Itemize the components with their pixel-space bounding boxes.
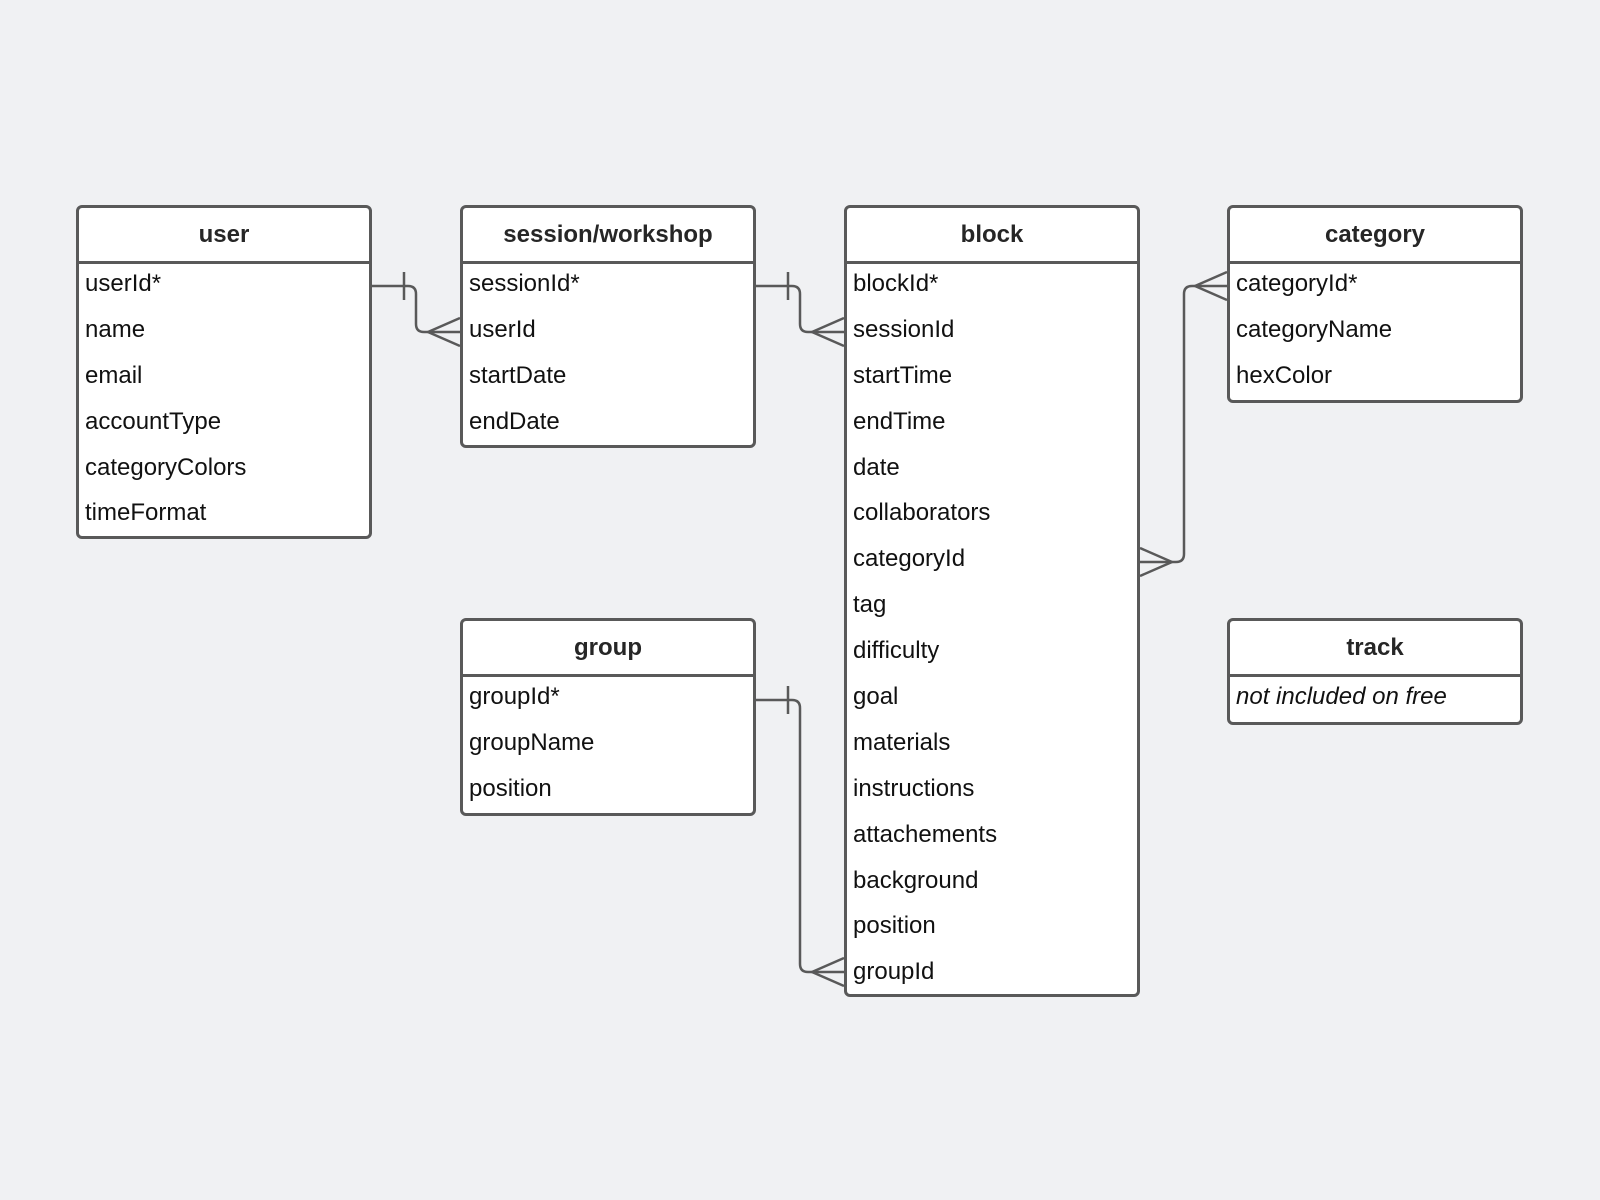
entity-user[interactable]: user userId* name email accountType cate… bbox=[76, 205, 372, 539]
field-row: startDate bbox=[469, 361, 567, 389]
many-marker bbox=[811, 316, 845, 348]
relationship-group-block bbox=[756, 686, 845, 988]
field-row: date bbox=[853, 453, 900, 481]
field-row: accountType bbox=[85, 407, 222, 435]
connector-line bbox=[1140, 284, 1227, 564]
field-row: collaborators bbox=[853, 499, 991, 527]
relationship-user-session bbox=[372, 272, 461, 348]
field-row: sessionId* bbox=[469, 270, 580, 297]
entity-title: block bbox=[847, 208, 1137, 264]
field-list: groupId* groupName position bbox=[463, 677, 753, 813]
field-row: categoryId bbox=[853, 545, 966, 573]
connector-line bbox=[756, 698, 844, 974]
field-row: categoryId* bbox=[1236, 270, 1358, 297]
field-row: hexColor bbox=[1236, 361, 1333, 389]
many-marker bbox=[427, 316, 461, 348]
field-list: userId* name email accountType categoryC… bbox=[79, 264, 369, 536]
field-row: position bbox=[853, 912, 936, 940]
relationship-session-block bbox=[756, 272, 845, 348]
field-row: difficulty bbox=[853, 637, 940, 665]
field-row: background bbox=[853, 866, 979, 894]
field-row: groupId* bbox=[469, 683, 560, 710]
many-marker bbox=[1194, 270, 1228, 302]
entity-title: category bbox=[1230, 208, 1520, 264]
entity-title: group bbox=[463, 621, 753, 677]
entity-title: track bbox=[1230, 621, 1520, 677]
entity-block[interactable]: block blockId* sessionId startTime endTi… bbox=[844, 205, 1140, 997]
field-row: sessionId bbox=[853, 315, 955, 343]
field-row: groupId bbox=[853, 958, 935, 986]
field-row: name bbox=[85, 315, 146, 343]
relationship-block-category bbox=[1139, 270, 1228, 578]
field-list: sessionId* userId startDate endDate bbox=[463, 264, 753, 445]
field-row: categoryName bbox=[1236, 315, 1393, 343]
field-row: timeFormat bbox=[85, 499, 207, 527]
field-row: materials bbox=[853, 728, 951, 756]
field-row: startTime bbox=[853, 361, 953, 389]
entity-group[interactable]: group groupId* groupName position bbox=[460, 618, 756, 816]
field-row: endDate bbox=[469, 407, 560, 435]
field-row: blockId* bbox=[853, 270, 939, 297]
field-row: attachements bbox=[853, 820, 998, 848]
entity-title: user bbox=[79, 208, 369, 264]
field-list: blockId* sessionId startTime endTime dat… bbox=[847, 264, 1137, 994]
field-row: userId* bbox=[85, 270, 162, 297]
field-row: groupName bbox=[469, 728, 595, 756]
entity-category[interactable]: category categoryId* categoryName hexCol… bbox=[1227, 205, 1523, 403]
field-row: instructions bbox=[853, 774, 975, 802]
many-marker bbox=[811, 956, 845, 988]
field-row: goal bbox=[853, 683, 899, 711]
field-row: email bbox=[85, 361, 143, 389]
field-row-note: not included on free bbox=[1236, 683, 1447, 710]
entity-title: session/workshop bbox=[463, 208, 753, 264]
many-marker bbox=[1139, 546, 1173, 578]
field-row: userId bbox=[469, 315, 536, 343]
field-row: position bbox=[469, 774, 552, 802]
field-list: not included on free bbox=[1230, 677, 1520, 722]
field-row: tag bbox=[853, 591, 887, 619]
field-row: endTime bbox=[853, 407, 946, 435]
entity-session-workshop[interactable]: session/workshop sessionId* userId start… bbox=[460, 205, 756, 448]
field-list: categoryId* categoryName hexColor bbox=[1230, 264, 1520, 400]
entity-track[interactable]: track not included on free bbox=[1227, 618, 1523, 725]
connector-line bbox=[756, 284, 844, 334]
connector-line bbox=[372, 284, 460, 334]
field-row: categoryColors bbox=[85, 453, 247, 481]
